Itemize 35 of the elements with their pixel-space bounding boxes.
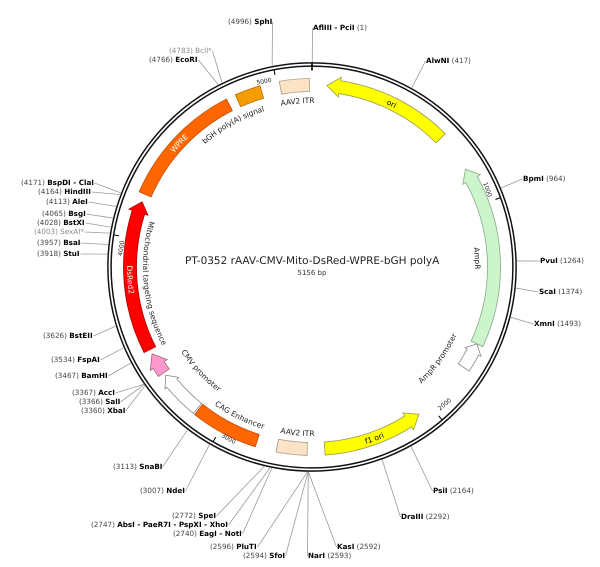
leader-line [120, 384, 144, 402]
leader-line [516, 260, 540, 262]
leader-line [80, 242, 109, 245]
leader-line [100, 347, 124, 360]
leader-line [500, 178, 523, 188]
leader-line [198, 60, 219, 85]
leader-line [228, 467, 270, 526]
leader-line [308, 472, 337, 548]
leader-line [86, 214, 114, 218]
leader-line [91, 192, 121, 195]
leader-line [285, 472, 308, 556]
leader-line [411, 60, 426, 88]
leader-line [307, 472, 309, 556]
leader-line [257, 472, 308, 548]
leader-line [185, 444, 210, 492]
leader-line [115, 384, 144, 394]
leader-line [162, 430, 188, 468]
leader-line [125, 385, 146, 412]
leader-line [410, 446, 433, 492]
leader-line [85, 222, 112, 228]
map-title: PT-0352 rAAV-CMV-Mito-DsRed-WPRE-bGH polyA [185, 254, 440, 268]
leader-line [94, 182, 122, 194]
leader-line [84, 232, 110, 234]
leader-line [510, 316, 534, 324]
leader-line [108, 362, 132, 376]
leader-line [80, 254, 108, 255]
leader-line [516, 288, 539, 292]
leader-line [212, 50, 222, 84]
leader-line [382, 459, 401, 518]
leader-line [88, 202, 116, 207]
leader-line [272, 22, 273, 66]
leader-line [93, 326, 116, 336]
leader-line [312, 28, 313, 62]
leader-line [216, 466, 265, 516]
leader-line [242, 468, 272, 534]
